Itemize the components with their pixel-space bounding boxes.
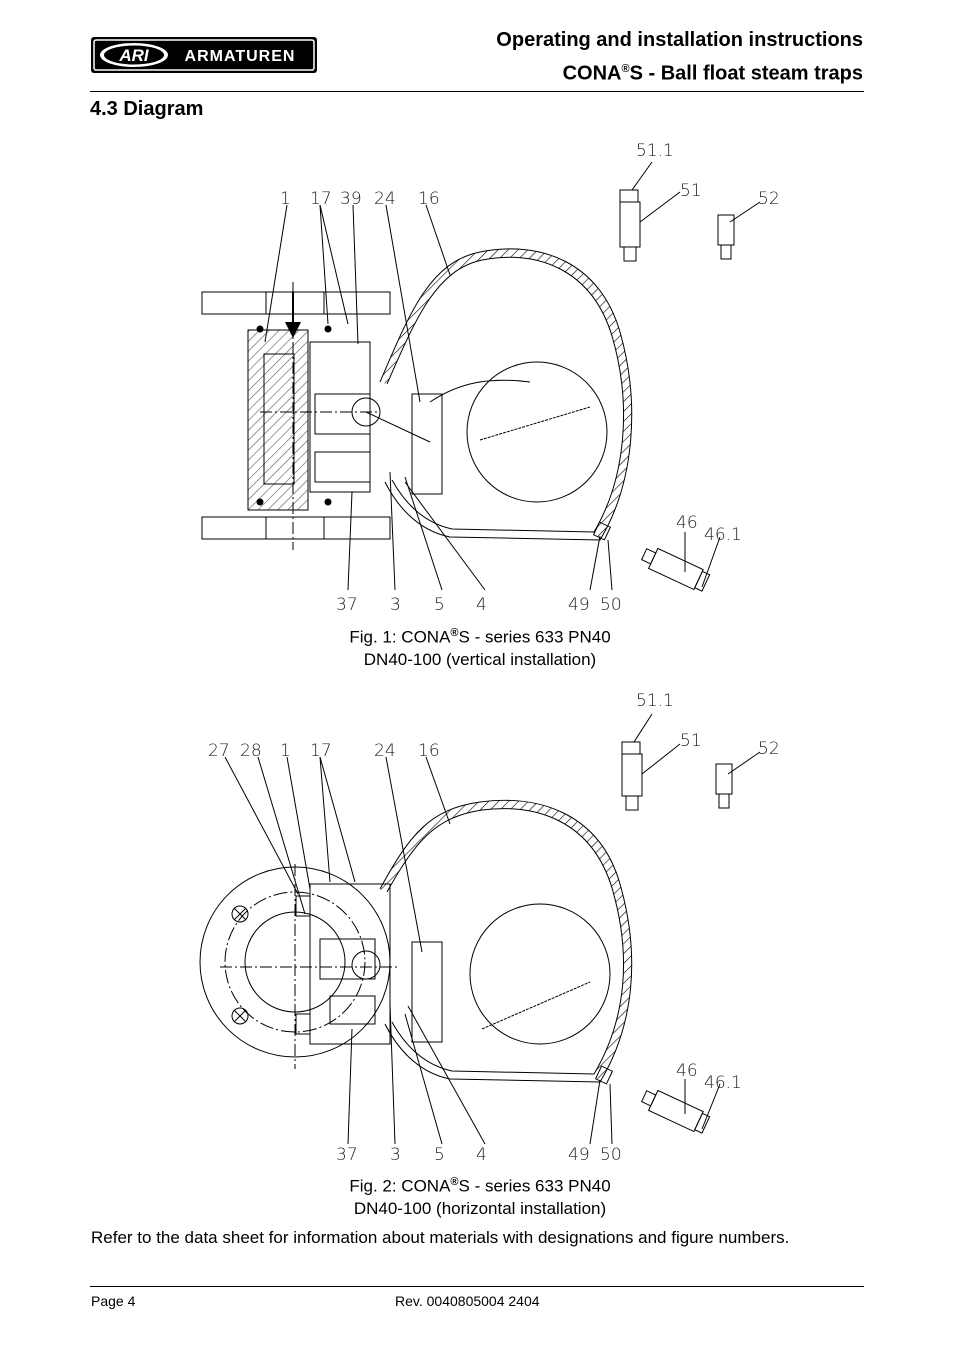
page-number: Page 4 xyxy=(91,1293,136,1309)
revision-number: Rev. 0040805004 2404 xyxy=(395,1293,540,1309)
fig2-label-top-1: 28 xyxy=(240,741,262,761)
fig2-label-top-4: 24 xyxy=(374,741,396,761)
title-line-1: Operating and installation instructions xyxy=(496,29,863,51)
figure-1-caption-line-2: DN40-100 (vertical installation) xyxy=(363,649,597,669)
figure-2-caption-line-2: DN40-100 (horizontal installation) xyxy=(353,1198,607,1218)
document-title: Operating and installation instructions … xyxy=(343,26,863,89)
fig2-label-acc-4: 46.1 xyxy=(704,1073,742,1093)
fig2-label-acc-2: 52 xyxy=(758,739,780,759)
title-product-name: CONA xyxy=(562,62,622,85)
title-line-2: CONA®S - Ball float steam traps xyxy=(343,55,863,89)
fig1-label-bottom-0: 37 xyxy=(336,595,358,615)
footer-divider xyxy=(90,1286,864,1287)
reference-note: Refer to the data sheet for information … xyxy=(91,1228,790,1247)
fig1-label-acc-0: 51.1 xyxy=(636,141,674,161)
figure-2-drawing: 27 28 1 17 24 16 37 3 5 4 49 50 51.1 51 … xyxy=(180,684,800,1166)
section-heading: 4.3 Diagram xyxy=(90,98,204,120)
fig1-label-bottom-5: 50 xyxy=(600,595,622,615)
registered-mark: ® xyxy=(450,627,459,639)
fig2-label-acc-0: 51.1 xyxy=(636,691,674,711)
fig1-label-bottom-4: 49 xyxy=(568,595,590,615)
fig2-label-acc-1: 51 xyxy=(680,731,702,751)
fig1-label-top-4: 16 xyxy=(418,189,440,209)
figure-1-drawing: 1 17 39 24 16 37 3 5 4 49 50 51.1 51 52 … xyxy=(180,132,800,617)
fig2-label-top-0: 27 xyxy=(208,741,230,761)
figure-2-caption-line-1: Fig. 2: CONA®S - series 633 PN40 xyxy=(180,1171,780,1198)
caption-suffix: S - series 633 PN40 xyxy=(458,1176,611,1196)
fig1-label-acc-3: 46 xyxy=(676,513,698,533)
fig2-label-bottom-5: 50 xyxy=(600,1145,622,1165)
registered-mark: ® xyxy=(621,63,630,75)
fig1-label-bottom-1: 3 xyxy=(390,595,401,615)
caption-prefix: Fig. 2: CONA xyxy=(349,1176,451,1196)
fig2-label-bottom-1: 3 xyxy=(390,1145,401,1165)
fig2-label-bottom-2: 5 xyxy=(434,1145,445,1165)
caption-suffix: S - series 633 PN40 xyxy=(458,627,611,647)
fig1-label-top-0: 1 xyxy=(280,189,291,209)
fig2-label-bottom-0: 37 xyxy=(336,1145,358,1165)
fig2-label-top-2: 1 xyxy=(280,741,291,761)
fig1-label-top-3: 24 xyxy=(374,189,396,209)
fig2-label-acc-3: 46 xyxy=(676,1061,698,1081)
fig2-label-bottom-4: 49 xyxy=(568,1145,590,1165)
fig2-label-top-3: 17 xyxy=(310,741,332,761)
fig1-label-bottom-3: 4 xyxy=(476,595,487,615)
fig2-label-bottom-3: 4 xyxy=(476,1145,487,1165)
fig1-label-top-2: 39 xyxy=(340,189,362,209)
fig1-label-bottom-2: 5 xyxy=(434,595,445,615)
svg-text:ARMATUREN: ARMATUREN xyxy=(185,48,296,65)
header-divider xyxy=(90,91,864,92)
fig1-label-top-1: 17 xyxy=(310,189,332,209)
figure-2-caption: Fig. 2: CONA®S - series 633 PN40 DN40-10… xyxy=(180,1171,780,1220)
figure-1-caption: Fig. 1: CONA®S - series 633 PN40 DN40-10… xyxy=(180,622,780,671)
fig1-label-acc-4: 46.1 xyxy=(704,525,742,545)
caption-prefix: Fig. 1: CONA xyxy=(349,627,451,647)
title-product-suffix: S - Ball float steam traps xyxy=(629,62,863,85)
ari-armaturen-logo: ARI ARMATUREN xyxy=(90,36,318,74)
fig1-label-acc-2: 52 xyxy=(758,189,780,209)
registered-mark: ® xyxy=(450,1176,459,1188)
svg-text:ARI: ARI xyxy=(118,46,150,65)
fig2-label-top-5: 16 xyxy=(418,741,440,761)
figure-1-caption-line-1: Fig. 1: CONA®S - series 633 PN40 xyxy=(180,622,780,649)
fig1-label-acc-1: 51 xyxy=(680,181,702,201)
